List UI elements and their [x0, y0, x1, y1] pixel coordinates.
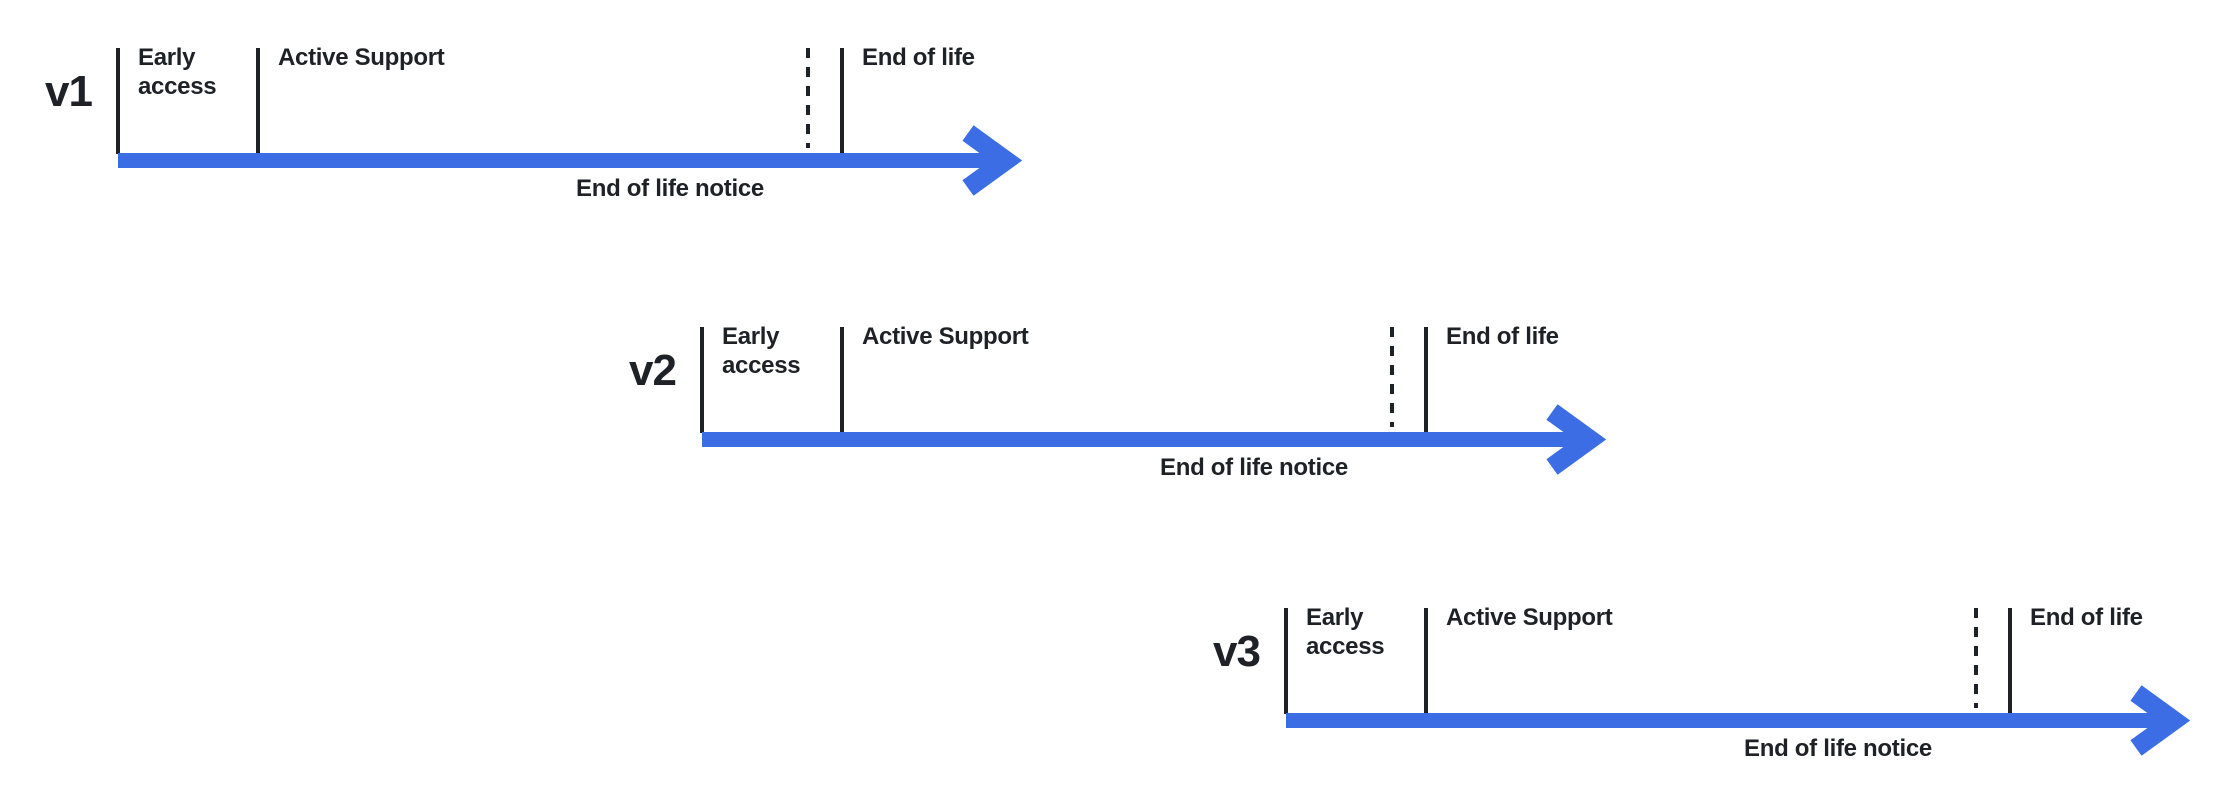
early-access-label: Early access	[722, 323, 801, 379]
active-support-label: Active Support	[1446, 604, 1613, 631]
active-support-label: Active Support	[278, 44, 445, 71]
timeline-bar	[118, 153, 990, 168]
timeline-bar	[1286, 713, 2158, 728]
arrowhead-icon	[962, 125, 1023, 196]
timeline-bar	[702, 432, 1574, 447]
active-support-start-tick	[1424, 608, 1428, 714]
early-access-label: Early access	[138, 44, 217, 100]
timeline-row-v3: v3 Early access Active Support End of li…	[1168, 560, 2228, 775]
end-of-life-tick	[840, 48, 844, 154]
early-access-start-tick	[700, 327, 704, 433]
active-support-start-tick	[840, 327, 844, 433]
timeline-arrow	[1286, 685, 2191, 756]
eol-notice-dashed-line	[1390, 327, 1394, 427]
version-label: v3	[1213, 627, 1261, 676]
end-of-life-notice-label: End of life notice	[1744, 735, 1932, 762]
arrowhead-icon	[2130, 685, 2191, 756]
end-of-life-notice-label: End of life notice	[576, 175, 764, 202]
early-access-label: Early access	[1306, 604, 1385, 660]
active-support-label: Active Support	[862, 323, 1029, 350]
arrowhead-icon	[1546, 404, 1607, 475]
end-of-life-label: End of life	[862, 44, 975, 71]
version-label: v2	[629, 346, 677, 395]
eol-notice-dashed-line	[1974, 608, 1978, 708]
timeline-arrow	[702, 404, 1607, 475]
timeline-row-v2: v2 Early access Active Support End of li…	[584, 279, 1704, 494]
version-label: v1	[45, 67, 93, 116]
end-of-life-notice-label: End of life notice	[1160, 454, 1348, 481]
end-of-life-label: End of life	[1446, 323, 1559, 350]
end-of-life-tick	[2008, 608, 2012, 714]
timeline-row-v1: v1 Early access Active Support End of li…	[0, 0, 1120, 215]
eol-notice-dashed-line	[806, 48, 810, 148]
early-access-start-tick	[116, 48, 120, 154]
timeline-arrow	[118, 125, 1023, 196]
end-of-life-tick	[1424, 327, 1428, 433]
end-of-life-label: End of life	[2030, 604, 2143, 631]
active-support-start-tick	[256, 48, 260, 154]
early-access-start-tick	[1284, 608, 1288, 714]
